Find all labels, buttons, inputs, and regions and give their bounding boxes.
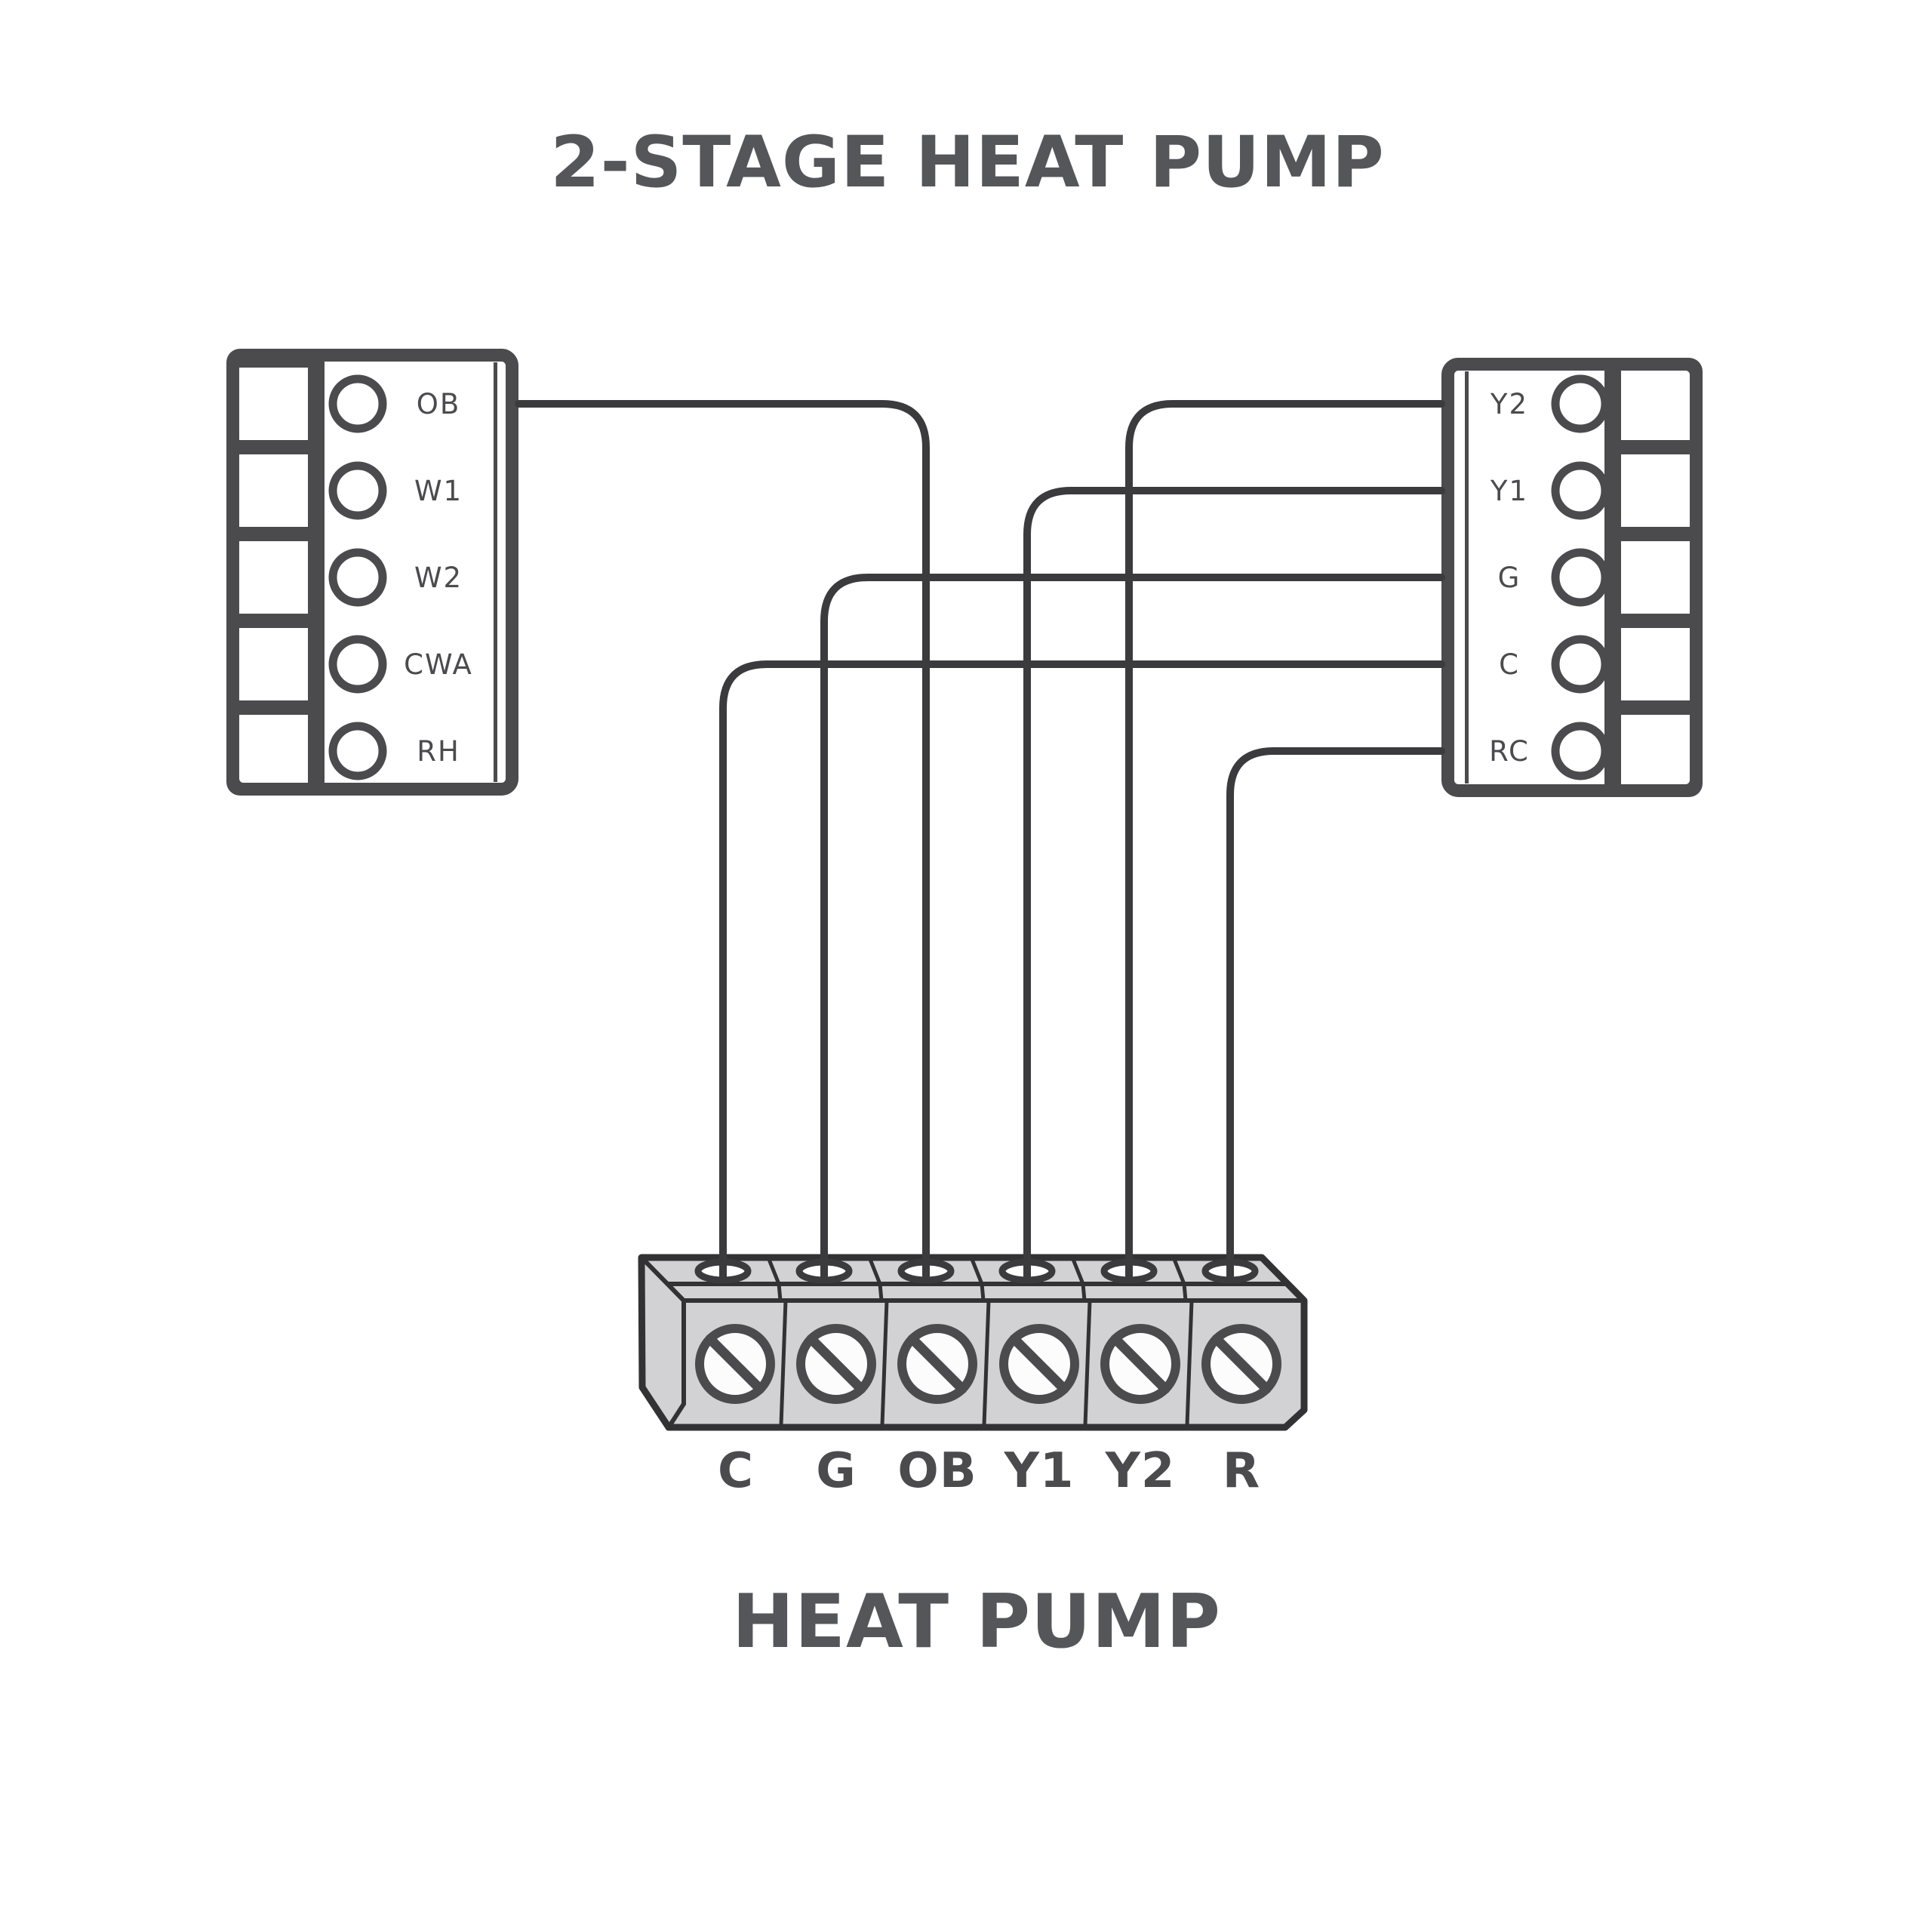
left-terminal-circle-w1 [328,461,387,520]
right-terminal-y1: Y1 [1490,461,1610,520]
left-pin-cell [238,628,308,700]
screw-terminal-y1 [999,1324,1079,1404]
right-terminal-y2: Y2 [1490,374,1610,433]
strip-front-separator [779,1300,788,1426]
thermostat-right-block: Y2 Y1 G C RC [1441,358,1703,797]
strip-top-separator [766,1257,783,1301]
right-terminal-circle-g [1551,548,1610,607]
screw-slot-g [806,1334,866,1394]
wire-rc-to-r [1226,747,1445,1283]
left-terminal-circle-cwa [328,635,387,694]
left-terminal-w1: W1 [328,461,463,520]
right-terminal-label-c: C [1499,648,1520,681]
left-terminal-label-ob: OB [417,388,461,420]
right-terminal-label-g: G [1498,562,1521,594]
right-terminal-c: C [1499,635,1610,694]
strip-left-fold [639,1255,686,1303]
right-pin-cell [1621,628,1691,700]
strip-front-separator [1185,1300,1194,1426]
screw-terminal-ob [897,1324,977,1404]
strip-top-separator [867,1257,884,1301]
strip-label-y2: Y2 [1105,1443,1176,1499]
right-terminal-circle-c [1551,635,1610,694]
wire-c-to-c [719,660,1445,1283]
strip-top-separator [969,1257,986,1301]
left-terminal-circle-w2 [328,548,387,607]
screw-terminal-c [695,1324,775,1404]
wire-ob-to-ob [515,400,930,1283]
left-terminal-rh: RH [328,722,460,780]
right-terminal-label-y1: Y1 [1490,475,1528,507]
right-terminal-label-rc: RC [1489,735,1530,768]
diagram-title: 2-STAGE HEAT PUMP [550,122,1385,204]
left-terminal-w2: W2 [328,548,463,607]
left-pin-cell [238,715,308,787]
right-block-inner-line [1465,371,1469,783]
left-terminal-cwa: CWA [328,635,473,694]
screw-slot-r [1211,1334,1272,1394]
screw-slot-y2 [1110,1334,1171,1394]
wires [515,400,1445,1283]
right-terminal-label-y2: Y2 [1490,388,1528,420]
left-terminal-circle-rh [328,722,387,780]
right-block-outline [1441,358,1703,797]
screw-terminal-y2 [1100,1324,1180,1404]
diagram-caption: HEAT PUMP [732,1579,1221,1665]
right-terminal-circle-rc [1551,722,1610,780]
left-terminal-circle-ob [328,374,387,433]
heat-pump-terminal-strip: C G OB Y1 Y2 R [638,1254,1308,1499]
strip-front-separator [880,1300,889,1426]
strip-front-separator [1083,1300,1092,1426]
screw-terminal-r [1201,1324,1281,1404]
wire-y1-to-y1 [1023,487,1445,1283]
left-terminal-label-w2: W2 [414,562,463,594]
screw-slot-c [705,1334,765,1394]
right-pin-cell [1621,454,1691,527]
left-terminal-ob: OB [328,374,461,433]
right-terminal-circle-y1 [1551,461,1610,520]
right-terminal-rc: RC [1489,722,1610,780]
left-block-outline [226,349,518,796]
left-pin-cell [238,368,308,440]
strip-front-separator [982,1300,991,1426]
right-pin-cell [1621,368,1691,440]
screw-slot-ob [907,1334,968,1394]
left-block-inner-line [494,362,497,782]
left-pin-cell [238,454,308,527]
right-terminal-g: G [1498,548,1610,607]
left-pin-cell [238,541,308,614]
wire-y2-to-y2 [1125,400,1445,1283]
strip-top-separator [1171,1257,1188,1301]
right-pin-cell [1621,541,1691,614]
left-terminal-label-w1: W1 [414,475,463,507]
strip-top-separator [1070,1257,1087,1301]
wire-g-to-g [820,574,1445,1283]
right-terminal-circle-y2 [1551,374,1610,433]
strip-front-left-edge [666,1301,686,1429]
strip-label-y1: Y1 [1004,1443,1075,1499]
left-terminal-label-rh: RH [417,735,460,768]
screw-terminal-g [796,1324,876,1404]
strip-label-c: C [718,1443,754,1499]
right-pin-cell [1621,715,1691,787]
strip-label-r: R [1223,1443,1260,1499]
left-terminal-label-cwa: CWA [404,648,473,681]
strip-label-g: G [816,1443,857,1499]
strip-label-ob: OB [897,1443,977,1499]
thermostat-left-block: OB W1 W2 CWA RH [226,349,518,796]
screw-slot-y1 [1009,1334,1069,1394]
